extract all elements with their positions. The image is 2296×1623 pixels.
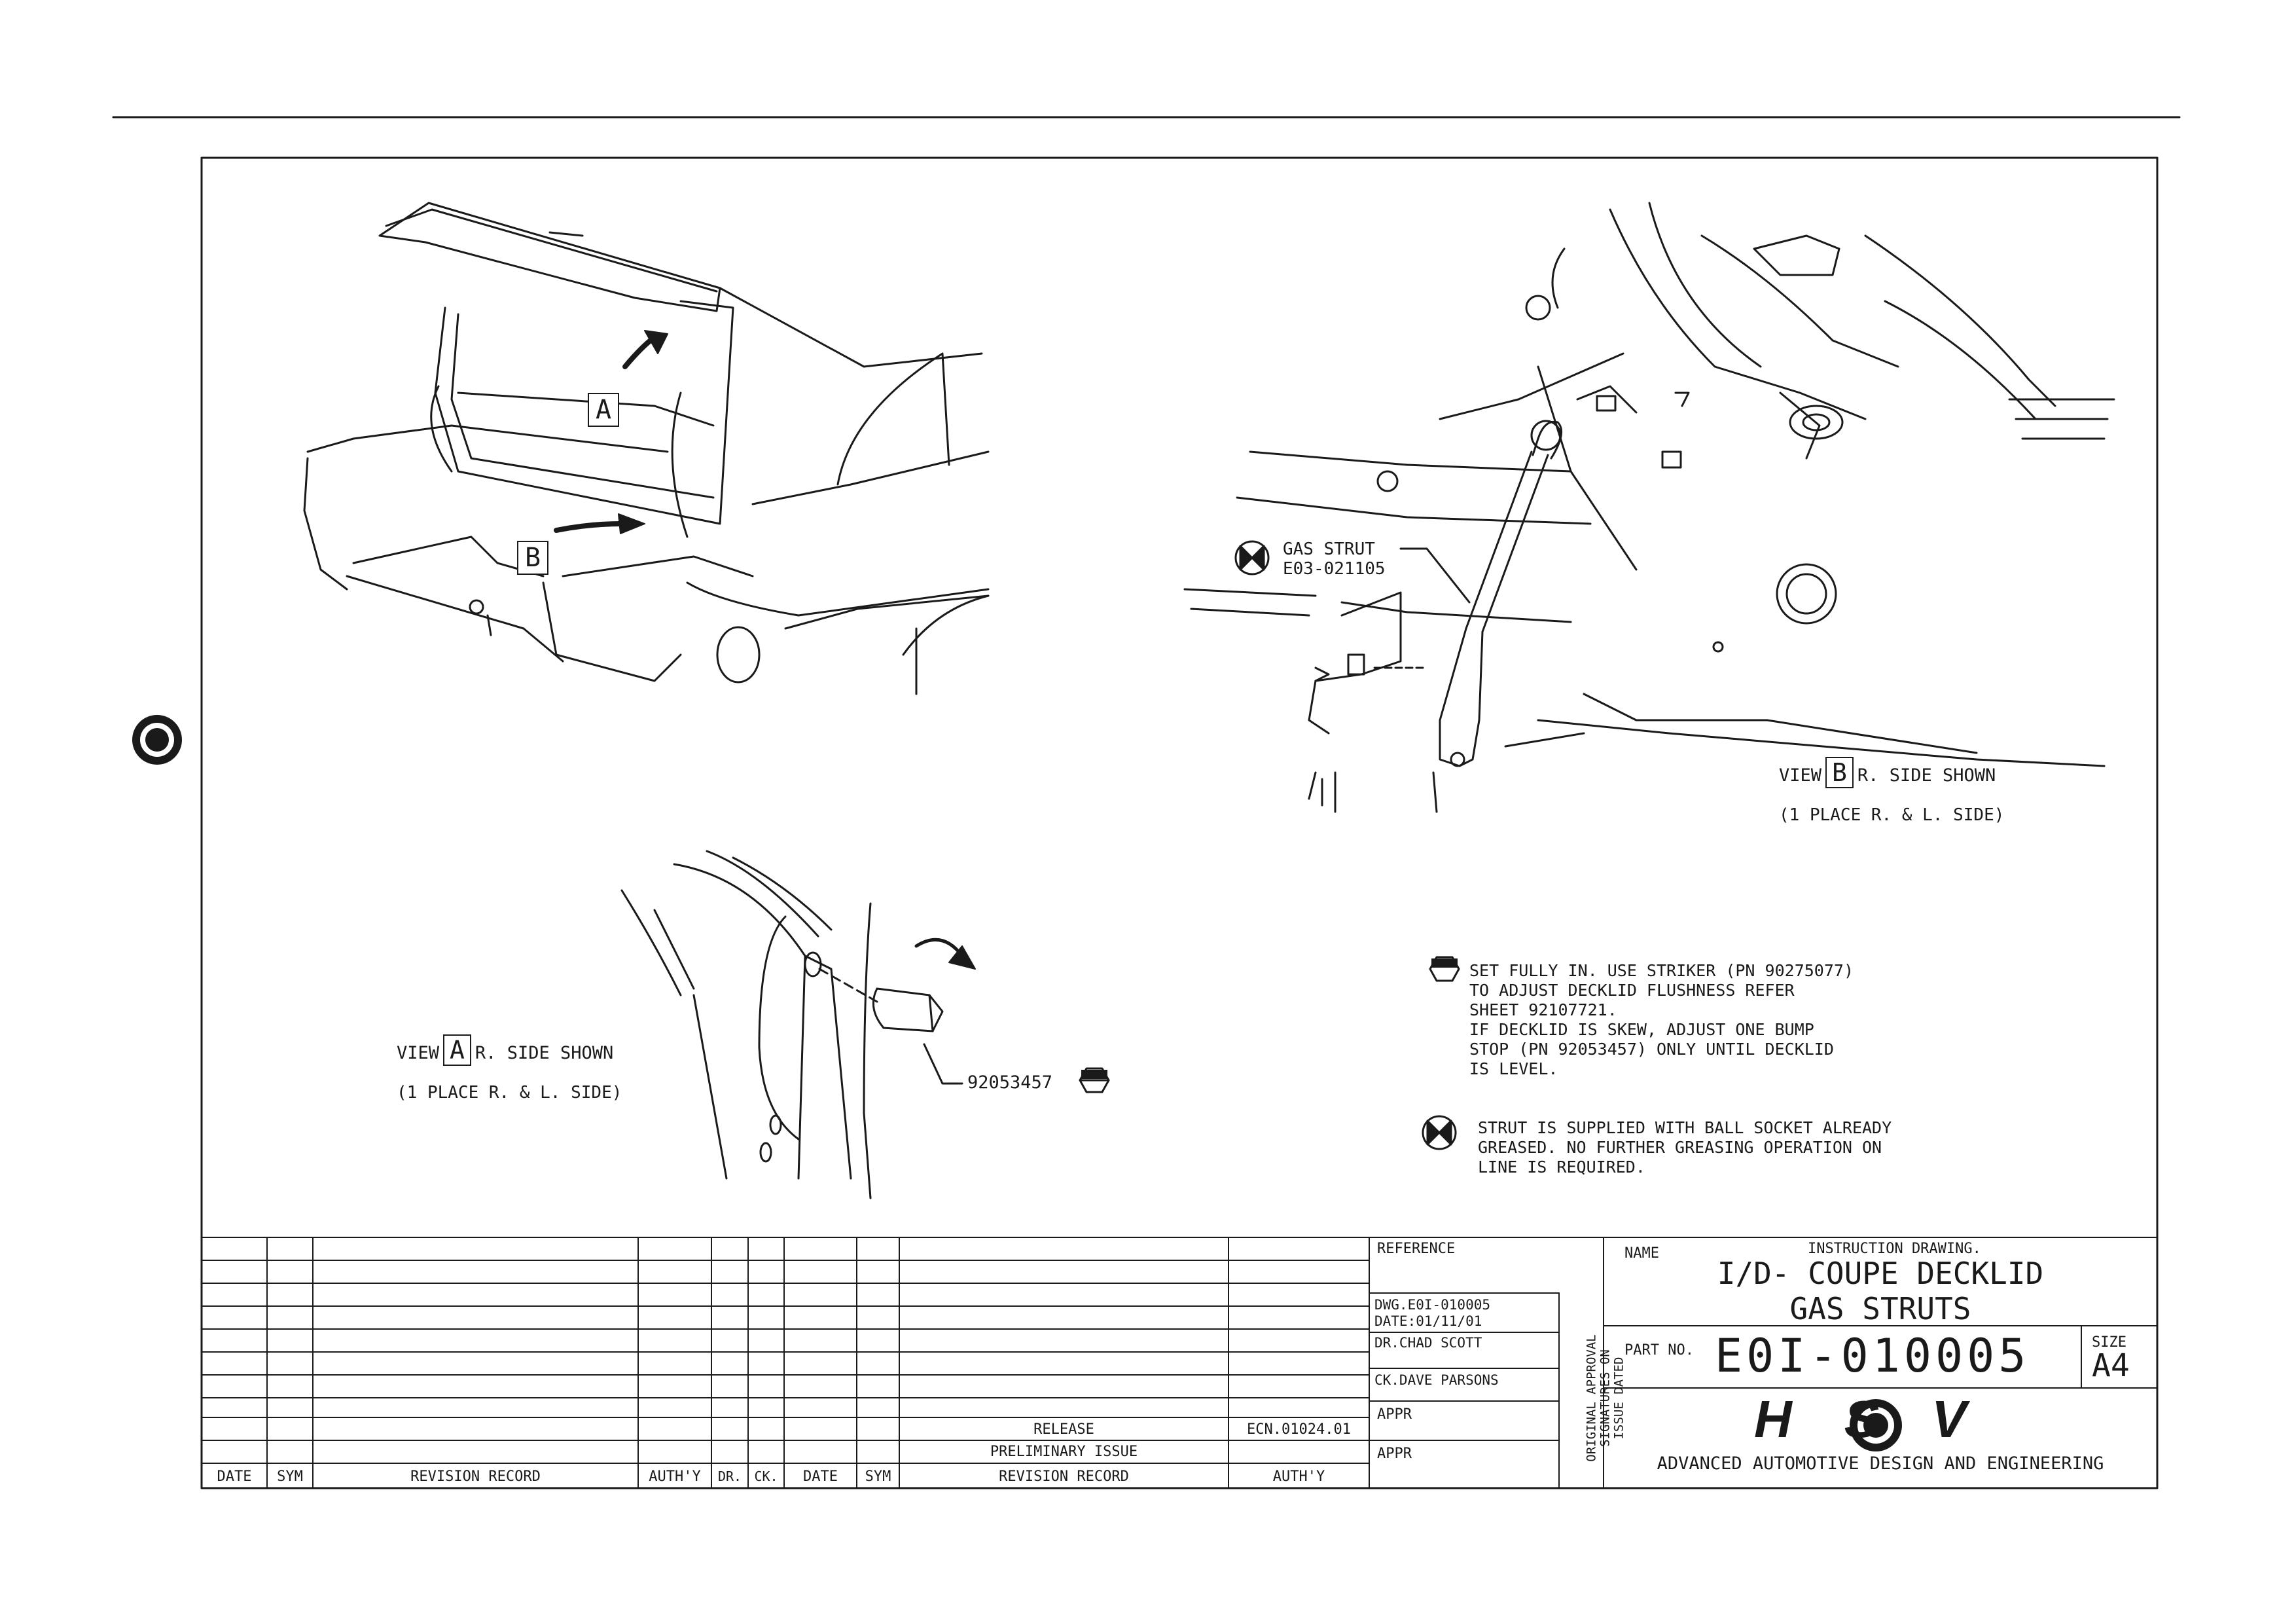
view-a-place: (1 PLACE R. & L. SIDE) bbox=[397, 1083, 622, 1103]
hex-symbol-2 bbox=[1429, 956, 1460, 982]
reference-dwg: DWG.E0I-010005 bbox=[1374, 1297, 1491, 1313]
header-sym-right: SYM bbox=[865, 1468, 891, 1485]
title-logo-mark bbox=[1850, 1399, 1902, 1451]
header-date-right: DATE bbox=[803, 1468, 838, 1485]
trunk-illustration bbox=[303, 202, 990, 695]
callout-a-label: A bbox=[588, 393, 620, 427]
reference-checked-by: CK.DAVE PARSONS bbox=[1374, 1372, 1499, 1388]
ball-socket-symbol-2 bbox=[1422, 1115, 1457, 1150]
side-hsv-logo: HSV bbox=[128, 678, 200, 848]
release-ecn: ECN.01024.01 bbox=[1247, 1421, 1351, 1438]
view-b-place: (1 PLACE R. & L. SIDE) bbox=[1779, 805, 2005, 825]
reference-label: REFERENCE bbox=[1377, 1241, 1456, 1257]
approval-note-line-1: ORIGINAL APPROVAL bbox=[1584, 1334, 1599, 1462]
header-date-left: DATE bbox=[217, 1468, 252, 1485]
reference-drawn-by: DR.CHAD SCOTT bbox=[1374, 1335, 1482, 1351]
header-dr: DR. bbox=[717, 1468, 742, 1484]
header-authy-right: AUTH'Y bbox=[1272, 1468, 1325, 1485]
view-b-letter: B bbox=[1825, 757, 1854, 788]
header-authy-left: AUTH'Y bbox=[649, 1468, 701, 1485]
gas-strut-part-number: E03-021105 bbox=[1283, 559, 1386, 579]
header-revision-left: REVISION RECORD bbox=[410, 1468, 541, 1485]
drawing-type: INSTRUCTION DRAWING. bbox=[1808, 1241, 1981, 1257]
reference-date: DATE:01/11/01 bbox=[1374, 1313, 1482, 1329]
gas-strut-label: GAS STRUT bbox=[1283, 539, 1375, 559]
name-label: NAME bbox=[1624, 1245, 1659, 1262]
reference-approval-1: APPR bbox=[1377, 1406, 1412, 1423]
ball-socket-symbol-1 bbox=[1234, 540, 1270, 575]
bump-stop-part-number: 92053457 bbox=[967, 1072, 1053, 1093]
view-a-prefix: VIEW bbox=[397, 1043, 440, 1063]
company-logo-text: HSV bbox=[1754, 1390, 2019, 1448]
title-line-1: I/D- COUPE DECKLID bbox=[1717, 1256, 2044, 1291]
view-a-letter: A bbox=[443, 1034, 471, 1066]
part-number: E0I-010005 bbox=[1715, 1329, 2030, 1383]
size-value: A4 bbox=[2092, 1347, 2130, 1384]
header-revision-right: REVISION RECORD bbox=[999, 1468, 1129, 1485]
note-striker-adjustment: SET FULLY IN. USE STRIKER (PN 90275077) … bbox=[1469, 961, 1854, 1078]
view-b-prefix: VIEW bbox=[1779, 765, 1822, 786]
company-tagline: ADVANCED AUTOMOTIVE DESIGN AND ENGINEERI… bbox=[1657, 1453, 2104, 1474]
view-b-illustration bbox=[1183, 202, 2115, 813]
drawing-border bbox=[200, 156, 2159, 1489]
view-a-suffix: R. SIDE SHOWN bbox=[475, 1043, 614, 1063]
preliminary-issue: PRELIMINARY ISSUE bbox=[990, 1444, 1138, 1460]
release-text: RELEASE bbox=[1033, 1421, 1094, 1438]
reference-approval-2: APPR bbox=[1377, 1446, 1412, 1462]
title-line-2: GAS STRUTS bbox=[1789, 1291, 1971, 1326]
header-sym-left: SYM bbox=[277, 1468, 303, 1485]
side-logo-mark bbox=[132, 715, 182, 765]
callout-b-label: B bbox=[517, 541, 549, 575]
part-no-label: PART NO. bbox=[1624, 1342, 1694, 1359]
note-ball-socket: STRUT IS SUPPLIED WITH BALL SOCKET ALREA… bbox=[1478, 1118, 1892, 1176]
view-b-suffix: R. SIDE SHOWN bbox=[1857, 765, 1996, 786]
view-a-illustration bbox=[620, 850, 976, 1199]
size-label: SIZE bbox=[2092, 1334, 2126, 1351]
title-block-grid bbox=[201, 1237, 2158, 1489]
header-ck: CK. bbox=[754, 1468, 778, 1484]
